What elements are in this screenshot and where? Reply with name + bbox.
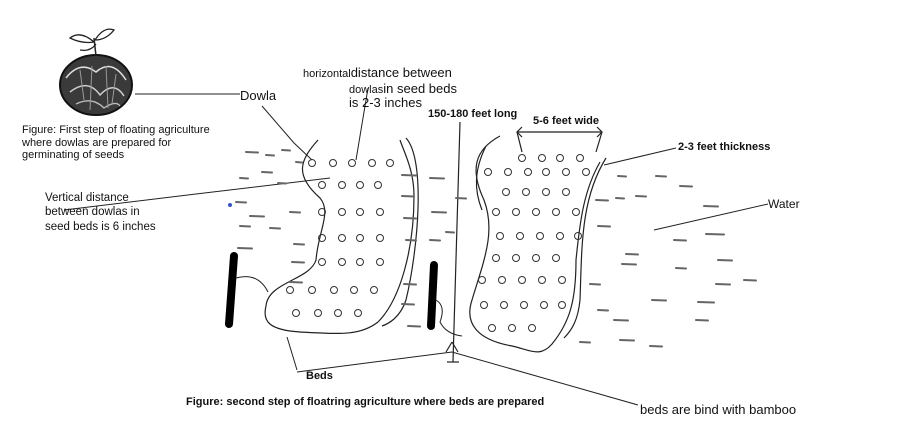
water-ripple-mark: [705, 233, 725, 236]
in-seed-beds: in seed beds: [383, 81, 457, 96]
water-ripple-mark: [401, 174, 417, 177]
water-ripple-mark: [589, 283, 601, 286]
water-ripple-mark: [697, 301, 715, 304]
water-label: Water: [768, 197, 800, 211]
water-ripple-mark: [289, 211, 301, 214]
left-seed-bed: [264, 137, 419, 334]
water-ripple-mark: [277, 182, 287, 185]
horizontal-rest: distance between: [350, 65, 452, 80]
water-ripple-mark: [613, 319, 629, 322]
water-ripple-mark: [407, 325, 421, 328]
left-bed-holes: [286, 159, 394, 317]
water-ripple-mark: [239, 225, 251, 228]
water-ripple-mark: [405, 239, 417, 242]
bamboo-label: beds are bind with bamboo: [640, 402, 797, 417]
vertical-line-2: between dowlas in: [45, 206, 140, 219]
water-ripple-mark: [403, 217, 417, 220]
second-step-caption: Figure: second step of floatring agricul…: [186, 396, 545, 408]
first-caption-line-1: Figure: First step of floating agricultu…: [22, 124, 210, 136]
first-caption-line-3: germinating of seeds: [22, 149, 125, 162]
measurement-marks: [445, 121, 603, 363]
inches-label: is 2-3 inches: [349, 95, 422, 110]
water-ripple-mark: [655, 175, 667, 178]
dowla-illustration: [59, 28, 133, 116]
water-ripple-mark: [717, 259, 733, 262]
water-ripple-mark: [619, 339, 635, 342]
water-ripple-mark: [703, 205, 719, 208]
water-ripple-mark: [675, 267, 687, 270]
length-label: 150-180 feet long: [428, 108, 518, 120]
water-marks: [235, 149, 757, 348]
dowlas-small: dowlas: [349, 84, 384, 96]
water-ripple-mark: [295, 161, 303, 164]
water-ripple-mark: [743, 279, 757, 282]
first-caption-line-2: where dowlas are prepared for: [22, 136, 172, 149]
water-ripple-mark: [625, 253, 639, 256]
blue-dot: [228, 203, 232, 207]
water-ripple-mark: [281, 149, 291, 152]
vertical-line-1: Vertical distance: [45, 192, 129, 204]
water-ripple-mark: [579, 341, 591, 344]
water-ripple-mark: [265, 154, 275, 157]
water-ripple-mark: [673, 239, 687, 242]
water-ripple-mark: [455, 197, 467, 200]
leader-lines: [63, 87, 769, 406]
horizontal-prefix: horizontal: [303, 68, 351, 80]
horizontal-distance-label: horizontaldistance between: [303, 64, 452, 83]
vertical-line-3: seed beds is 6 inches: [45, 220, 156, 233]
water-ripple-mark: [597, 309, 609, 312]
dowla-label: Dowla: [240, 88, 277, 103]
water-ripple-mark: [615, 197, 625, 200]
water-ripple-mark: [679, 185, 693, 188]
beds-label: Beds: [306, 370, 333, 382]
vertical-distance-label: Vertical distance between dowlas in seed…: [45, 191, 156, 234]
water-ripple-mark: [695, 319, 709, 322]
thickness-label: 2-3 feet thickness: [678, 141, 771, 153]
water-ripple-mark: [595, 199, 609, 202]
water-ripple-mark: [429, 177, 445, 180]
water-ripple-mark: [261, 171, 273, 174]
water-ripple-mark: [291, 261, 305, 264]
first-step-caption: Figure: First step of floating agricultu…: [22, 124, 210, 162]
water-ripple-mark: [289, 281, 303, 284]
water-ripple-mark: [237, 247, 253, 250]
water-ripple-mark: [715, 283, 731, 286]
water-ripple-mark: [431, 211, 447, 214]
water-ripple-mark: [239, 177, 249, 180]
water-ripple-mark: [235, 201, 247, 204]
width-label: 5-6 feet wide: [533, 115, 600, 127]
water-ripple-mark: [269, 227, 281, 230]
right-seed-bed: [469, 135, 607, 353]
water-ripple-mark: [617, 175, 627, 178]
water-ripple-mark: [651, 299, 667, 302]
water-ripple-mark: [445, 231, 455, 234]
water-ripple-mark: [249, 215, 265, 218]
bamboo-ties: [235, 276, 463, 337]
water-ripple-mark: [429, 239, 441, 242]
water-ripple-mark: [401, 303, 415, 306]
dowlas-in-seed-beds-label: dowlasin seed beds: [349, 80, 457, 99]
right-bed-holes: [478, 154, 590, 332]
water-ripple-mark: [401, 195, 415, 198]
water-ripple-mark: [245, 151, 259, 154]
water-ripple-mark: [649, 345, 663, 348]
water-ripple-mark: [597, 225, 611, 228]
water-ripple-mark: [621, 263, 637, 266]
water-ripple-mark: [293, 243, 305, 246]
bamboo-poles: [225, 252, 438, 330]
water-ripple-mark: [635, 195, 647, 198]
water-ripple-mark: [403, 283, 417, 286]
